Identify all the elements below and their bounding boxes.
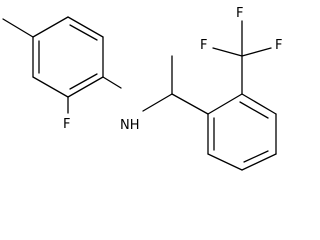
ring-bond — [241, 93, 277, 115]
cf3-fluorine-bond — [212, 47, 243, 57]
right-benzene-ring — [207, 93, 277, 171]
cf3-fluorine-bond — [241, 47, 272, 57]
ring-bond — [32, 76, 69, 98]
ring-double-bond — [69, 24, 98, 41]
ring-bond — [207, 153, 243, 171]
ring-bond — [32, 16, 69, 38]
ring-double-bond — [69, 73, 98, 90]
structure-canvas: F NH NH F F F — [2, 6, 282, 171]
ring-bond — [67, 76, 104, 98]
chemical-structure: F NH NH F F F — [2, 6, 282, 171]
amine-nh-label: NH — [120, 118, 140, 133]
cf3-fluorine-label-left: F — [200, 38, 207, 53]
ring-double-bond — [243, 150, 269, 163]
ring-bond — [207, 93, 243, 115]
methine-aryl-bond — [171, 93, 209, 115]
ring-fluorine-label: F — [63, 117, 70, 132]
ring-bond — [67, 16, 104, 38]
aryl-amine-bond — [102, 76, 122, 89]
cf3-fluorine-label-right: F — [275, 38, 282, 53]
methyl-bond — [2, 18, 34, 38]
cf3-fluorine-label-top: F — [236, 6, 243, 21]
ring-double-bond — [239, 101, 269, 119]
left-benzene-ring — [32, 16, 104, 98]
ring-bond — [241, 153, 277, 171]
amine-methine-bond — [142, 93, 173, 112]
